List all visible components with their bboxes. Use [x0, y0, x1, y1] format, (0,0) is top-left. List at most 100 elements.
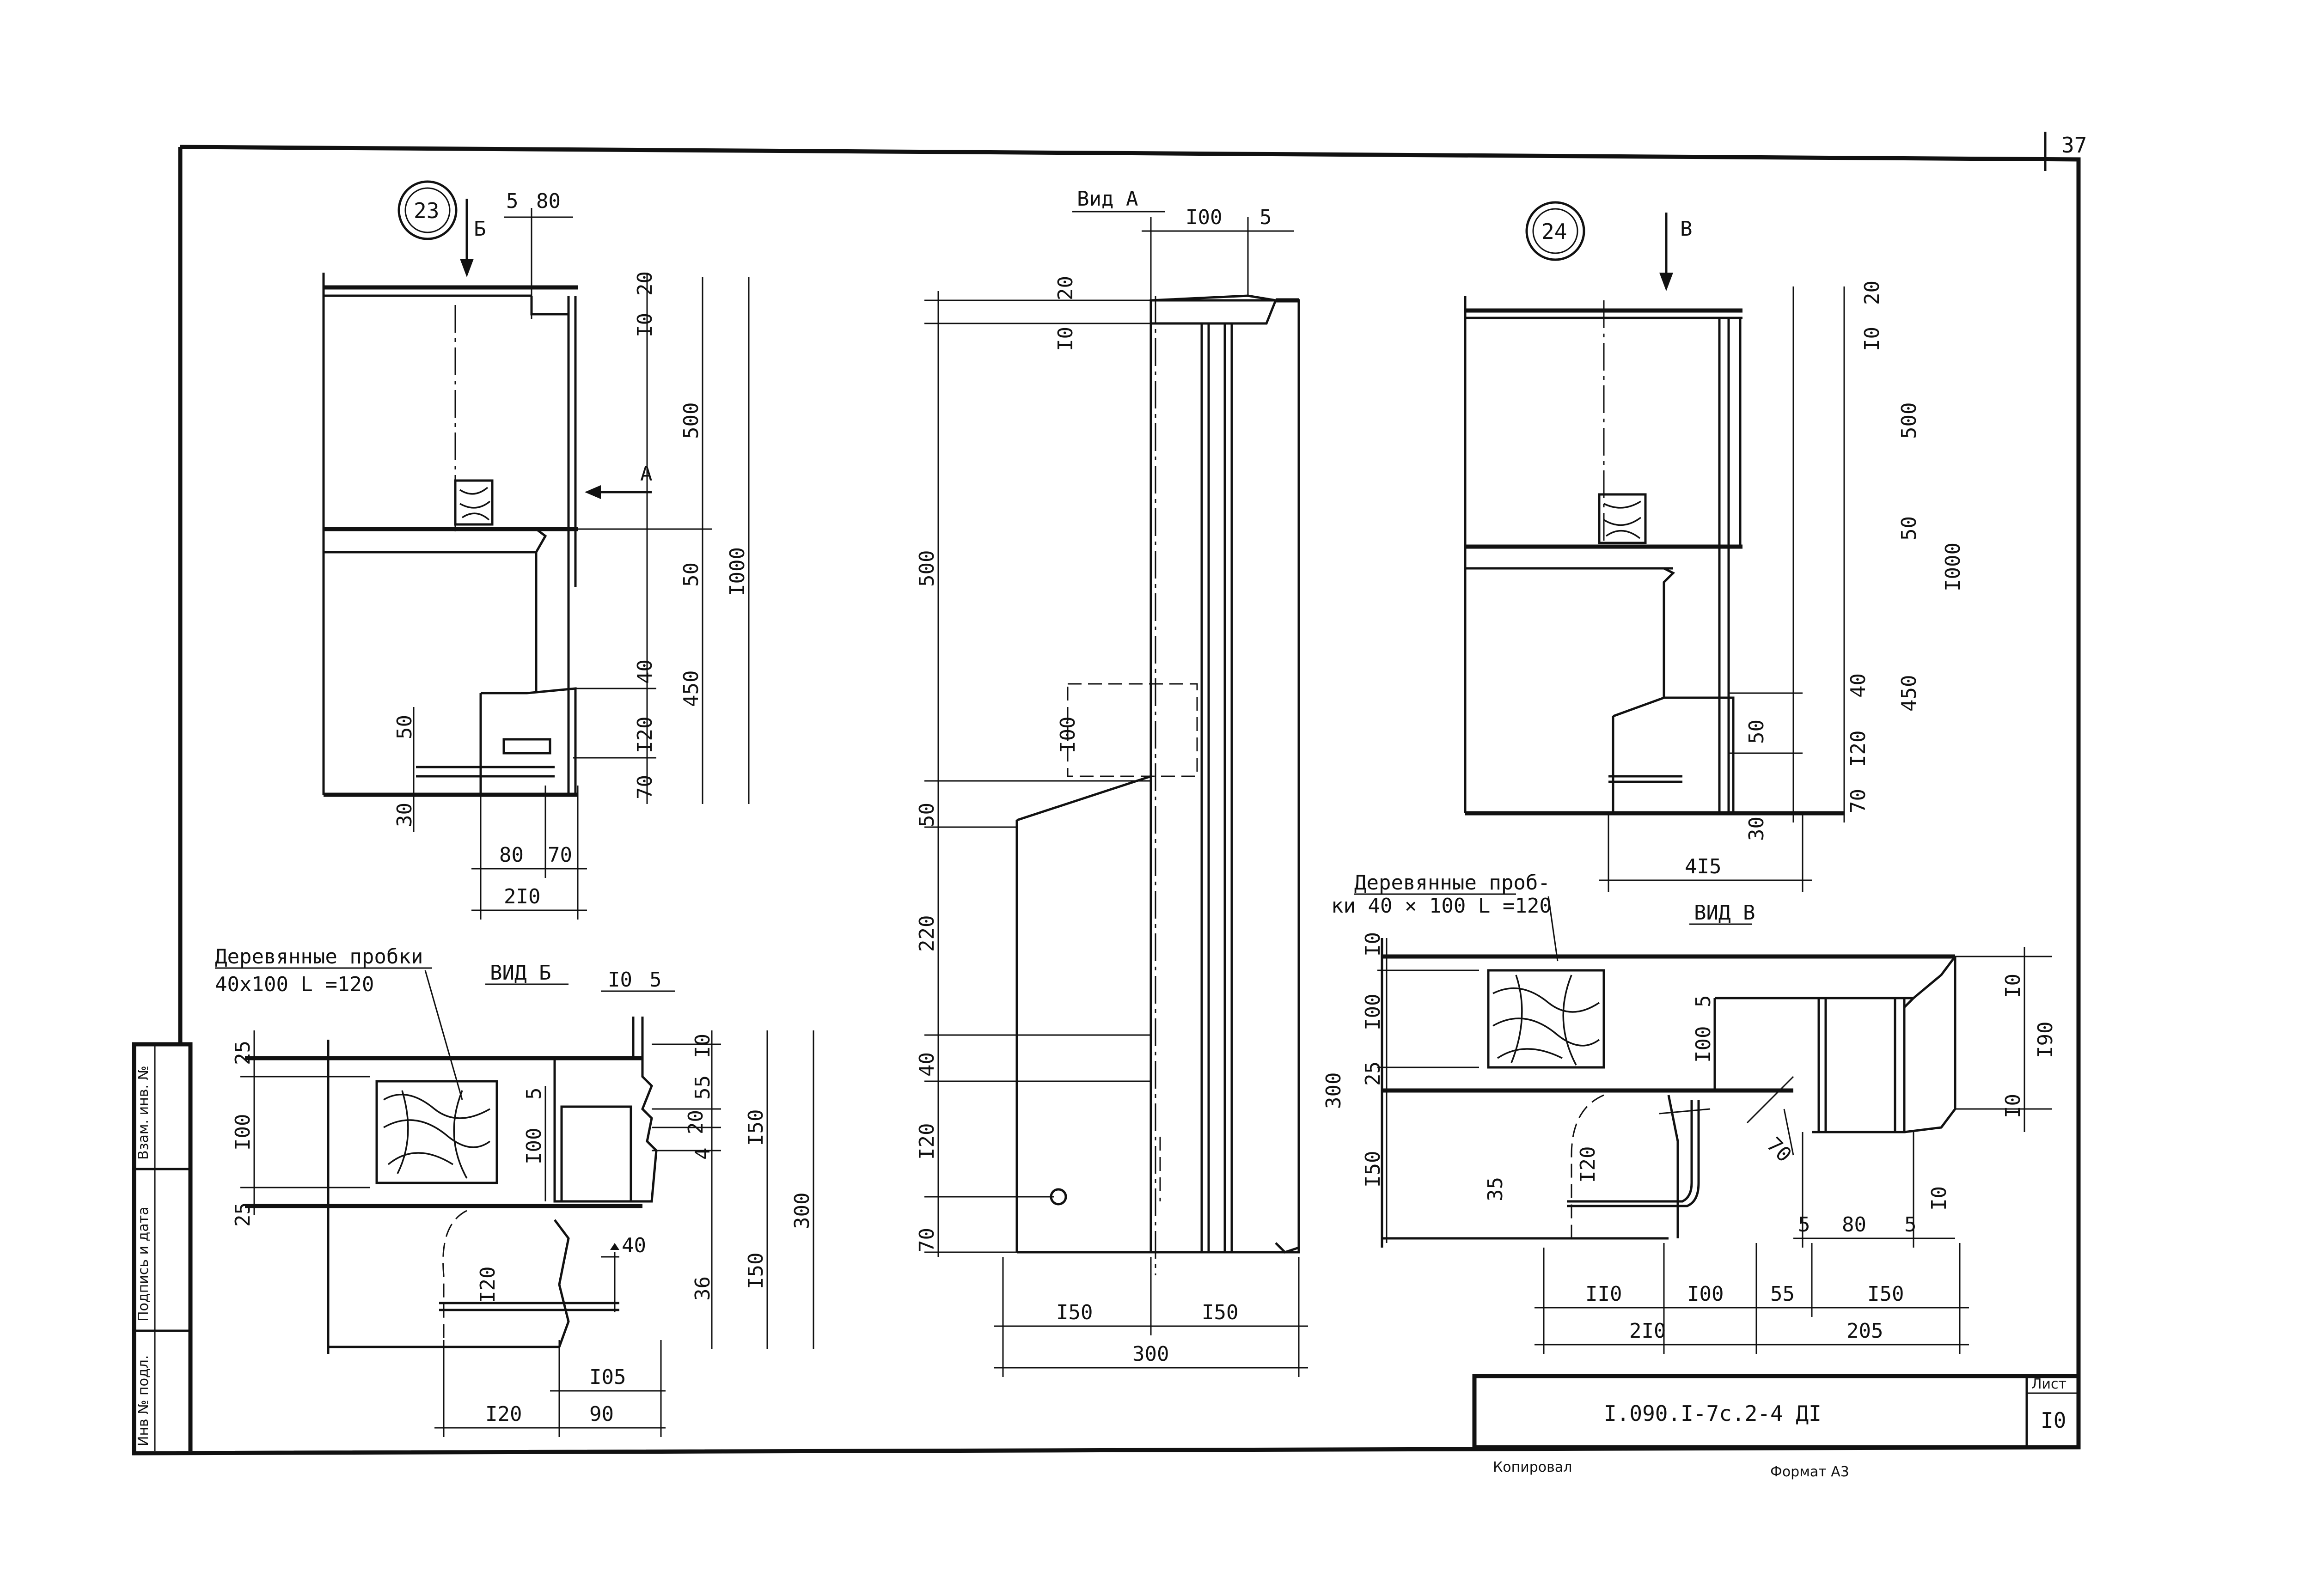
vv-dim-right-10c: I0 [1927, 1186, 1951, 1211]
vb-dim-right-4: 4 [691, 1148, 715, 1160]
node-24-number: 24 [1541, 219, 1567, 244]
node-23-arrow-a-label: А [640, 462, 653, 486]
vb-dim-inner-120: I20 [476, 1267, 500, 1303]
n23-dim-20: 20 [633, 271, 657, 296]
va-dim-bottom-300: 300 [1132, 1342, 1169, 1366]
vv-dim-inner-5: 5 [1692, 995, 1715, 1008]
stamp-signature-date: Подпись и дата [135, 1207, 152, 1322]
n24-dim-70: 70 [1846, 789, 1870, 813]
n23-dim-1000: I000 [726, 547, 749, 596]
vv-dim-right-10a: I0 [2001, 974, 2025, 998]
va-dim-left-500: 500 [915, 550, 939, 587]
vv-dim-inner-120: I20 [1576, 1146, 1600, 1183]
n23-dim-bottom-80: 80 [499, 843, 524, 867]
format-label: Формат А3 [1770, 1464, 1849, 1480]
n24-dim-500: 500 [1897, 402, 1921, 439]
stamp-inv-original: Инв № подл. [135, 1355, 152, 1446]
vb-dim-top-5: 5 [649, 968, 662, 992]
n23-dim-70: 70 [633, 775, 657, 799]
view-a-section: Вид А 20 I0 500 I00 50 220 40 I20 [915, 187, 1308, 1377]
sheet-number: I0 [2041, 1408, 2066, 1433]
vv-dim-right-190: I90 [2034, 1022, 2057, 1058]
n23-dim-bottom-210: 2I0 [504, 885, 540, 908]
vb-dim-bottom-120: I20 [485, 1402, 522, 1426]
vv-dim-left-10: I0 [1361, 932, 1385, 956]
node-24-section: 24 В 20 I0 500 50 I000 450 40 I20 70 [1464, 201, 1965, 892]
n23-dim-120: I20 [633, 717, 657, 753]
n23-dim-left-30: 30 [393, 803, 416, 827]
view-a-title: Вид А [1077, 187, 1138, 211]
vv-dim-bottom-210: 2I0 [1629, 1319, 1666, 1343]
vb-dim-top-10: I0 [608, 968, 632, 992]
page-number: 37 [2061, 133, 2087, 158]
n23-dim-450: 450 [679, 670, 703, 707]
vv-dim-left-100: I00 [1361, 994, 1385, 1030]
view-v-title: ВИД В [1694, 901, 1755, 925]
side-stamp: Инв № подл. Подпись и дата Взам. инв. № [134, 1043, 190, 1451]
vb-dim-left-25b: 25 [231, 1202, 255, 1227]
sheet-frame: 37 [132, 132, 2087, 1456]
vb-dim-inner-100: I00 [522, 1128, 546, 1164]
view-b-section: Деревянные пробки 40х100 L =120 ВИД Б I0… [215, 945, 814, 1437]
vb-dim-right-20: 20 [684, 1110, 708, 1134]
vb-dim-right-150b: I50 [744, 1253, 768, 1289]
view-v-note-line1: Деревянные проб- [1354, 871, 1550, 895]
va-dim-left-40: 40 [915, 1052, 939, 1077]
n23-dim-40: 40 [633, 659, 657, 684]
node-23-arrow-b-label: Б [474, 217, 486, 241]
vb-dim-inner-5: 5 [522, 1088, 546, 1100]
vb-dim-left-100: I00 [231, 1114, 255, 1151]
vb-dim-right-55: 55 [691, 1075, 715, 1100]
n23-dim-left-50: 50 [393, 715, 416, 739]
vb-dim-inner-40: 40 [622, 1234, 646, 1257]
va-dim-left-50: 50 [915, 803, 939, 827]
n24-dim-40: 40 [1846, 673, 1870, 698]
vv-dim-mid-80: 80 [1842, 1213, 1866, 1237]
va-dim-bottom-150b: I50 [1202, 1301, 1238, 1324]
n23-dim-500: 500 [679, 402, 703, 439]
n24-dim-1000: I000 [1941, 542, 1965, 591]
vb-dim-bottom-105: I05 [589, 1365, 626, 1389]
vv-dim-bottom-100: I00 [1687, 1282, 1724, 1306]
view-b-note-line1: Деревянные пробки [215, 945, 423, 969]
doc-code: I.090.I-7с.2-4 ДI [1604, 1401, 1822, 1426]
view-v-section: Деревянные проб- ки 40 × 100 L =120 ВИД … [1322, 871, 2057, 1354]
n24-dim-50: 50 [1897, 516, 1921, 541]
vb-dim-right-10: I0 [691, 1034, 715, 1058]
vv-dim-bottom-110: II0 [1585, 1282, 1622, 1306]
node-23-number: 23 [414, 198, 439, 223]
vv-dim-inner-100: I00 [1692, 1026, 1715, 1063]
view-b-note-line2: 40х100 L =120 [215, 973, 374, 996]
va-dim-left-220: 220 [915, 915, 939, 952]
vb-dim-right-150a: I50 [744, 1109, 768, 1146]
vv-dim-inner-35: 35 [1484, 1177, 1507, 1201]
vb-dim-right-36: 36 [691, 1276, 715, 1301]
vb-dim-right-300: 300 [790, 1193, 814, 1229]
node-24-arrow-v-label: В [1680, 217, 1693, 241]
vv-dim-left-25: 25 [1361, 1061, 1385, 1086]
vb-dim-bottom-90: 90 [589, 1402, 614, 1426]
va-dim-left-120: I20 [915, 1123, 939, 1160]
n23-dim-10: I0 [633, 313, 657, 337]
n24-dim-20: 20 [1860, 280, 1884, 305]
n24-dim-bottom-415: 4I5 [1685, 855, 1721, 878]
n24-dim-120: I20 [1846, 731, 1870, 767]
n23-dim-top-5: 5 [506, 189, 519, 213]
view-b-title: ВИД Б [490, 961, 551, 985]
vv-dim-mid-5b: 5 [1904, 1213, 1917, 1237]
va-dim-top-5: 5 [1259, 206, 1272, 229]
vv-dim-left-300: 300 [1322, 1072, 1345, 1109]
vv-dim-bottom-55: 55 [1770, 1282, 1795, 1306]
title-block: I.090.I-7с.2-4 ДI Лист I0 Копировал Форм… [1472, 1374, 2081, 1480]
va-dim-left-70: 70 [915, 1228, 939, 1252]
copied-by-label: Копировал [1493, 1459, 1572, 1475]
vv-dim-mid-5a: 5 [1798, 1213, 1810, 1237]
n24-dim-10: I0 [1860, 327, 1884, 351]
n23-dim-50: 50 [679, 562, 703, 587]
va-dim-bottom-150a: I50 [1056, 1301, 1093, 1324]
sheet-label: Лист [2031, 1376, 2066, 1392]
n24-dim-inner-50: 50 [1745, 719, 1768, 744]
vv-dim-right-10b: I0 [2001, 1094, 2025, 1118]
va-dim-left-100: I00 [1056, 717, 1080, 753]
